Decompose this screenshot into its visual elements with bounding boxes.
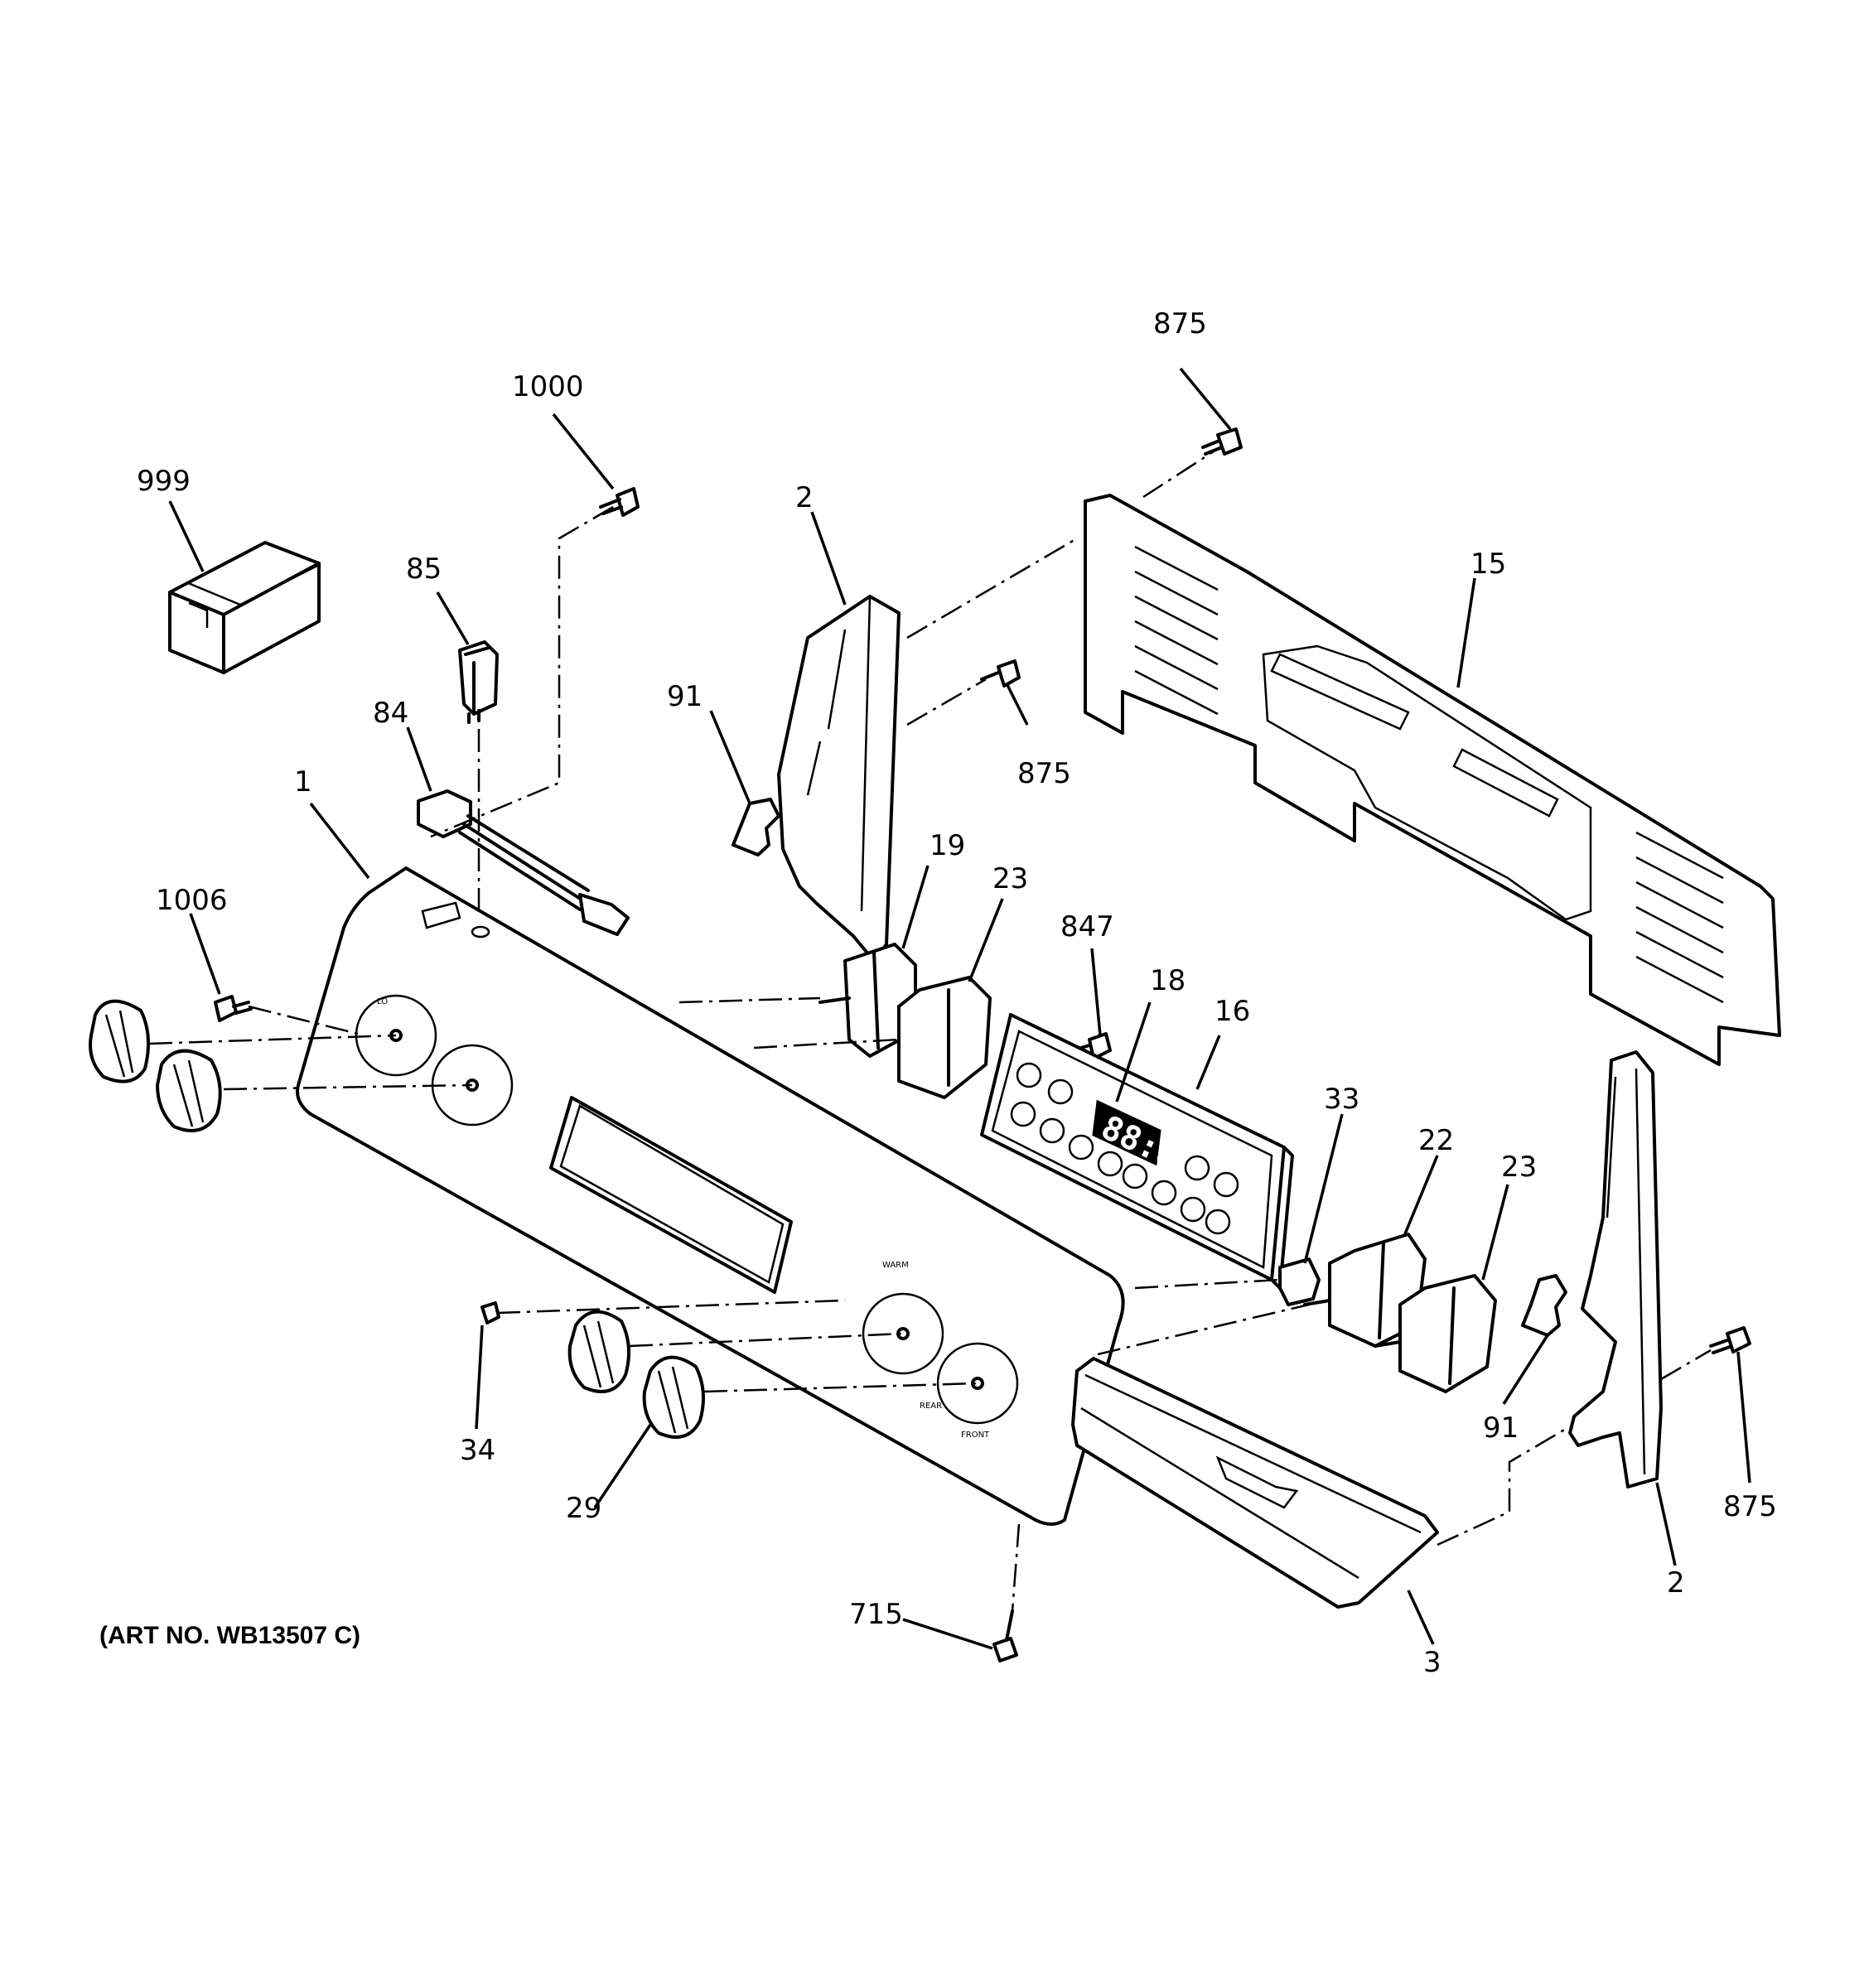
callout-999: 999 [137, 465, 191, 498]
callout-847: 847 [1060, 910, 1114, 943]
part-875-screw-mid [980, 659, 1021, 688]
part-2-side-bracket-right [1568, 1050, 1663, 1489]
callout-1: 1 [294, 765, 312, 799]
callout-23-left: 23 [992, 862, 1028, 895]
callout-91-right: 91 [1483, 1411, 1519, 1445]
button-cook-time [1180, 1196, 1206, 1223]
part-3-trim [1071, 1357, 1439, 1609]
callout-2-bottom: 2 [1667, 1566, 1685, 1600]
button-broil [1010, 1101, 1036, 1127]
knob-front-right [642, 1355, 705, 1439]
assembly-lines [148, 450, 1712, 1612]
button-start [1047, 1078, 1074, 1105]
callout-22: 22 [1418, 1124, 1454, 1157]
callout-1000: 1000 [512, 370, 584, 403]
callout-33: 33 [1324, 1083, 1359, 1116]
part-33-indicator [1278, 1257, 1321, 1306]
knob-label-rear: REAR [920, 1402, 942, 1411]
part-715-screw [992, 1609, 1018, 1662]
button-clear-off [1039, 1117, 1065, 1144]
callout-84: 84 [373, 697, 408, 730]
callout-18: 18 [1150, 964, 1186, 997]
part-91-clip-right [1521, 1274, 1567, 1337]
knob-label-warm: WARM [882, 1261, 909, 1270]
button-bake [1016, 1062, 1042, 1088]
part-1-backguard: LO REAR FRONT WARM [296, 866, 1125, 1526]
part-23-switch-left [897, 976, 992, 1099]
button-minus [1122, 1163, 1148, 1189]
button-oven-light [1151, 1180, 1177, 1206]
part-875-screw-top [1201, 427, 1243, 456]
display-window [1092, 1099, 1161, 1166]
callout-875-right: 875 [1723, 1490, 1777, 1523]
callout-2-top: 2 [795, 481, 814, 514]
button-self-clean [1068, 1134, 1094, 1160]
callout-19: 19 [930, 829, 965, 862]
knob-rear-right [567, 1310, 630, 1393]
part-1006-screw [214, 995, 253, 1022]
part-875-screw-right [1709, 1326, 1751, 1354]
part-2-side-bracket-left [777, 595, 901, 963]
callout-15: 15 [1470, 548, 1506, 581]
knobs [89, 999, 705, 1439]
art-number: (ART NO. WB13507 C) [99, 1622, 361, 1649]
part-16-control-board: 88:88 [980, 1013, 1294, 1290]
part-34-insert [480, 1301, 500, 1325]
part-1000-screw [599, 487, 640, 517]
callout-3: 3 [1423, 1646, 1441, 1679]
callout-85: 85 [406, 552, 442, 586]
part-23-switch-right [1374, 1274, 1497, 1393]
knob-label-lo: LO [377, 997, 388, 1006]
callout-23-right: 23 [1501, 1151, 1537, 1184]
knob-label-front: FRONT [961, 1431, 990, 1440]
callout-875-top: 875 [1153, 307, 1207, 340]
callout-16: 16 [1214, 995, 1250, 1028]
part-999-box [168, 541, 321, 674]
callout-labels: 875 1000 999 85 2 15 91 875 84 1 19 23 1… [137, 307, 1777, 1679]
button-delay-time [1205, 1209, 1231, 1235]
callout-29: 29 [566, 1492, 601, 1525]
part-15-rear-panel [1084, 494, 1781, 1066]
callout-875-mid: 875 [1017, 757, 1071, 790]
knob-rear-left [89, 999, 150, 1083]
button-kitchen-timer [1184, 1155, 1210, 1181]
callout-91-left: 91 [667, 680, 703, 713]
callout-715: 715 [849, 1598, 903, 1631]
callout-1006: 1006 [156, 884, 228, 917]
callout-34: 34 [460, 1434, 495, 1467]
button-clock [1213, 1171, 1239, 1198]
part-85-switch [458, 640, 499, 724]
knob-front-left [156, 1049, 222, 1132]
button-plus [1097, 1151, 1123, 1177]
part-91-clip-left [732, 798, 780, 856]
leader-lines [168, 367, 1751, 1650]
